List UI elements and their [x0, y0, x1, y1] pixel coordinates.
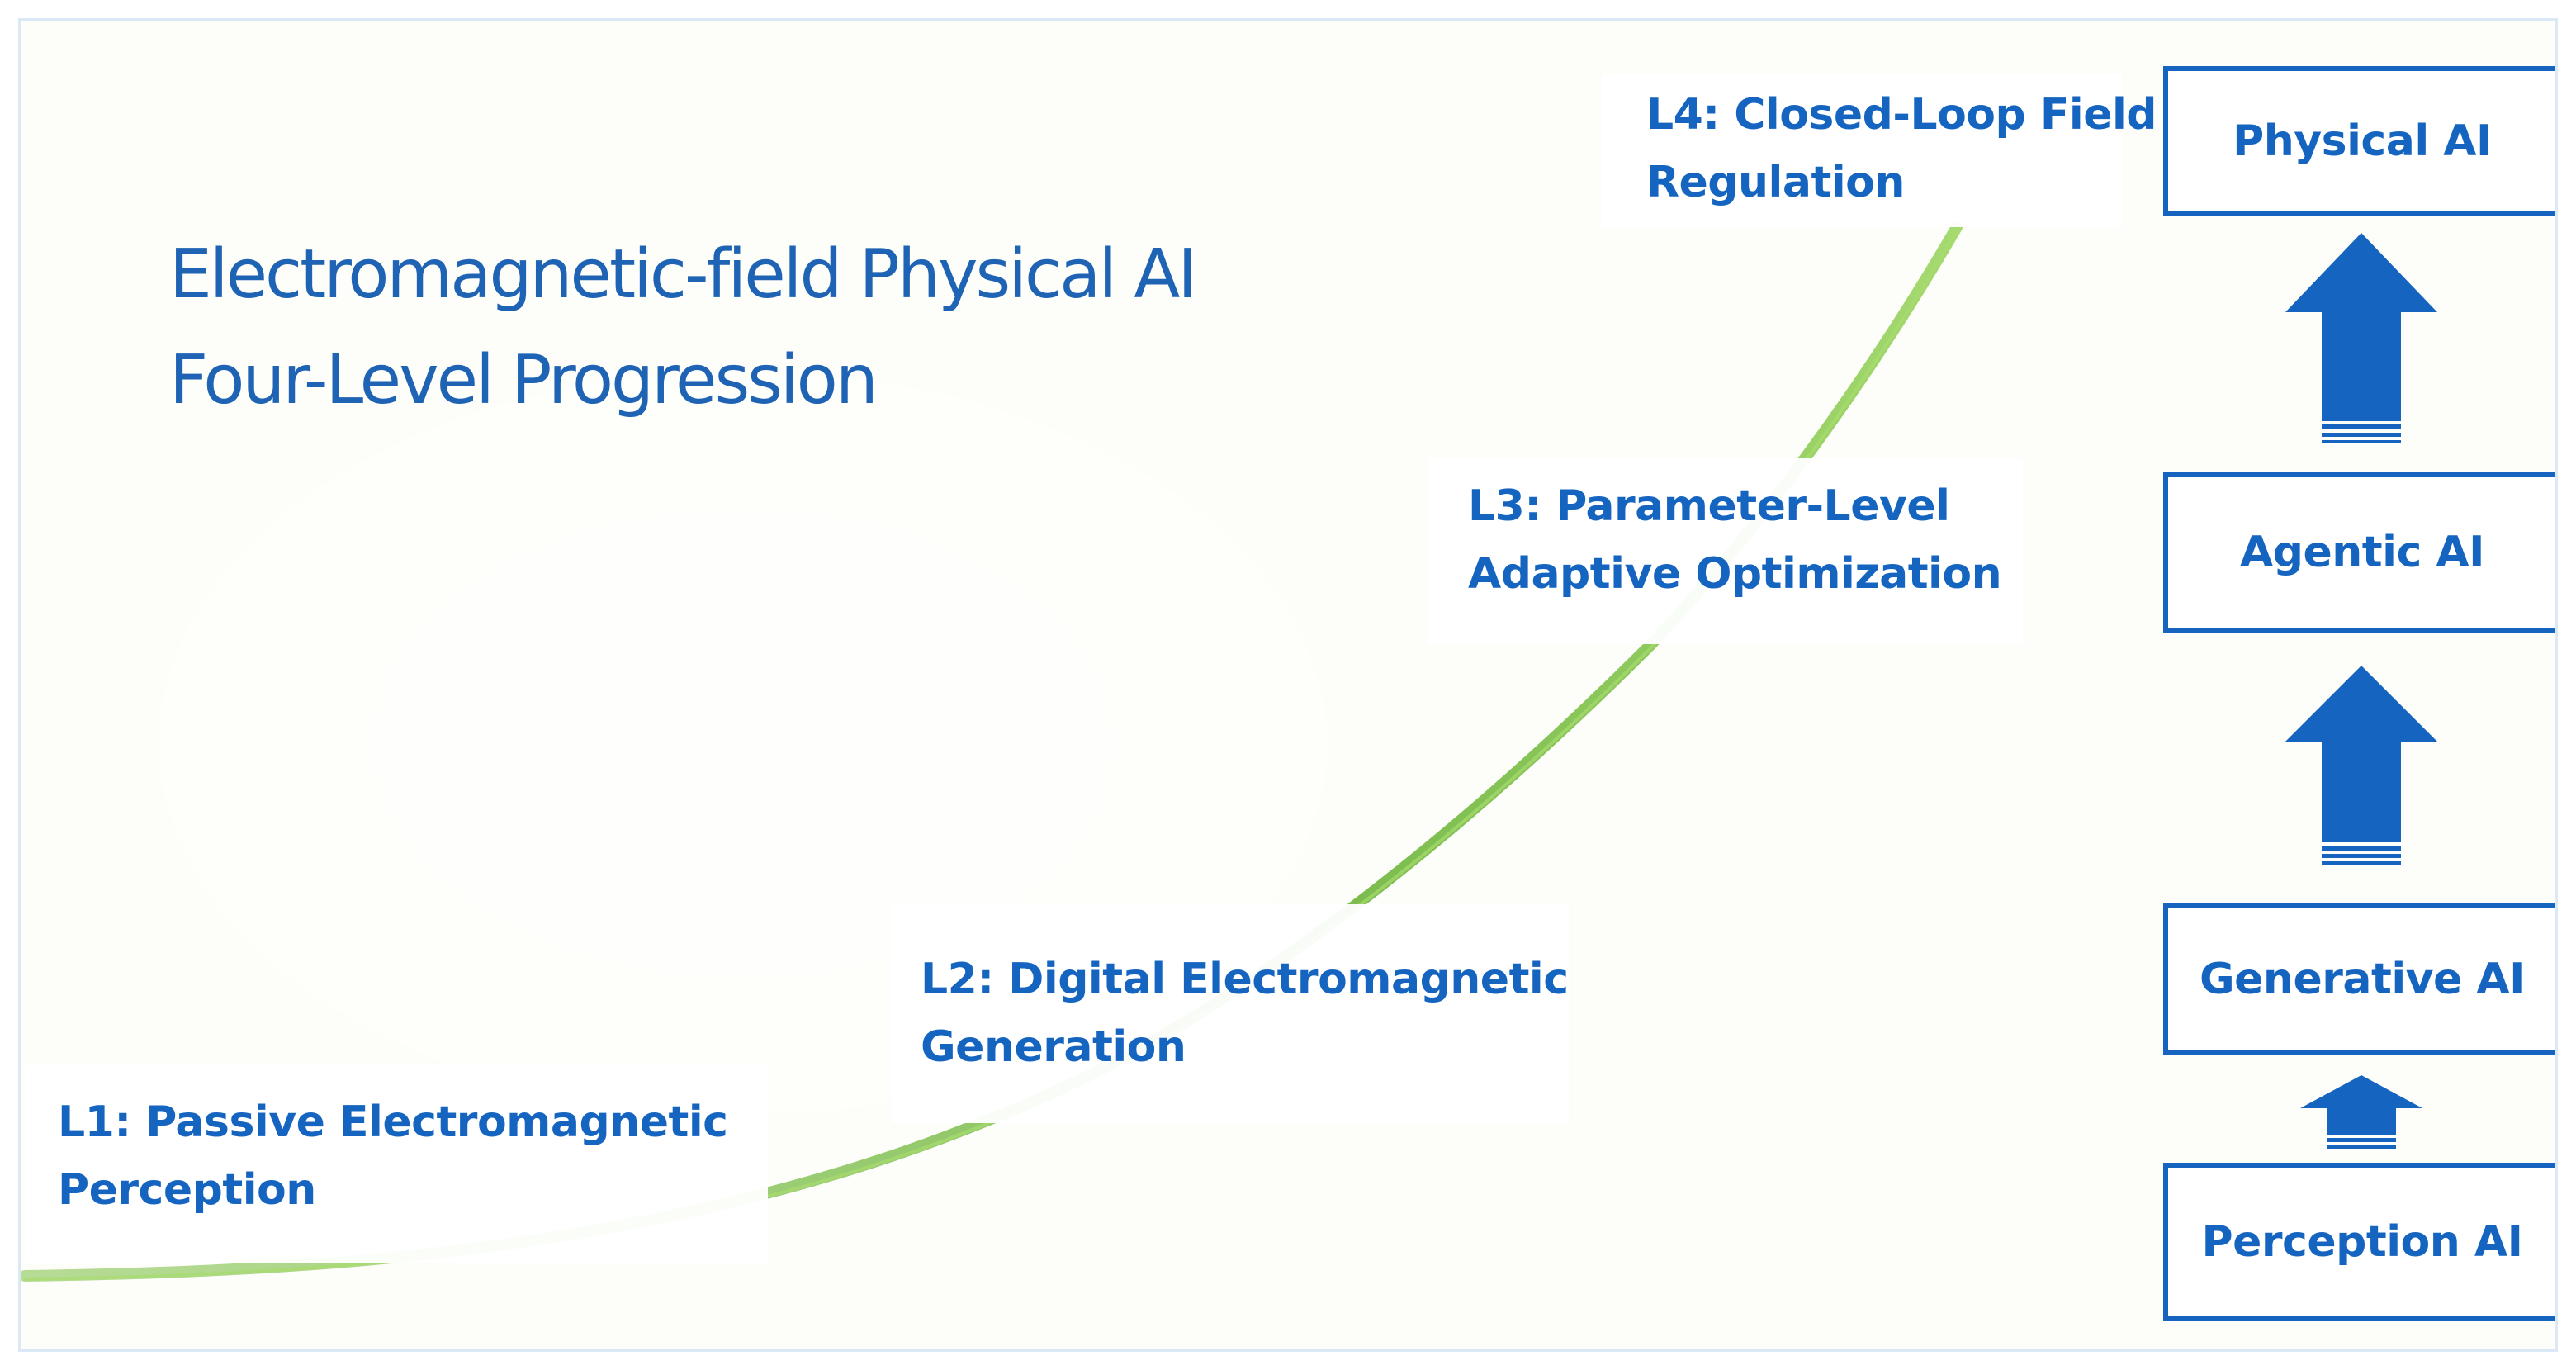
- level-label-l2: L2: Digital Electromagnetic Generation: [921, 946, 1569, 1081]
- level-label-l3-line1: L3: Parameter-Level: [1468, 481, 1950, 531]
- arrow-generative-to-agentic: [2285, 666, 2437, 865]
- arrow-perception-to-generative: [2300, 1075, 2422, 1149]
- diagram-canvas: Electromagnetic-field Physical AI Four-L…: [21, 21, 2555, 1349]
- growth-curve-graphic: [21, 74, 2437, 1321]
- level-label-l1-line2: Perception: [58, 1165, 316, 1215]
- level-label-l3-line2: Adaptive Optimization: [1468, 549, 2002, 599]
- diagram-frame: Electromagnetic-field Physical AI Four-L…: [18, 18, 2558, 1352]
- diagram-title-line1: Electromagnetic-field Physical AI: [169, 235, 1197, 314]
- level-label-l2-line2: Generation: [921, 1022, 1186, 1072]
- level-label-l1: L1: Passive Electromagnetic Perception: [58, 1088, 728, 1224]
- diagram-title-line2: Four-Level Progression: [169, 341, 878, 420]
- arrow-agentic-to-physical: [2285, 233, 2437, 443]
- stack-box-perception-ai: Perception AI: [2163, 1163, 2555, 1321]
- level-label-l4-line2: Regulation: [1646, 158, 1905, 207]
- stack-box-physical-ai: Physical AI: [2163, 66, 2555, 216]
- level-label-l1-line1: L1: Passive Electromagnetic: [58, 1097, 728, 1147]
- stack-box-generative-ai: Generative AI: [2163, 903, 2555, 1055]
- level-label-l4: L4: Closed-Loop Field Regulation: [1646, 81, 2157, 216]
- level-label-l4-line1: L4: Closed-Loop Field: [1646, 90, 2157, 140]
- stack-box-agentic-ai: Agentic AI: [2163, 472, 2555, 633]
- level-label-l2-line1: L2: Digital Electromagnetic: [921, 955, 1569, 1004]
- level-label-l3: L3: Parameter-Level Adaptive Optimizatio…: [1468, 472, 2002, 608]
